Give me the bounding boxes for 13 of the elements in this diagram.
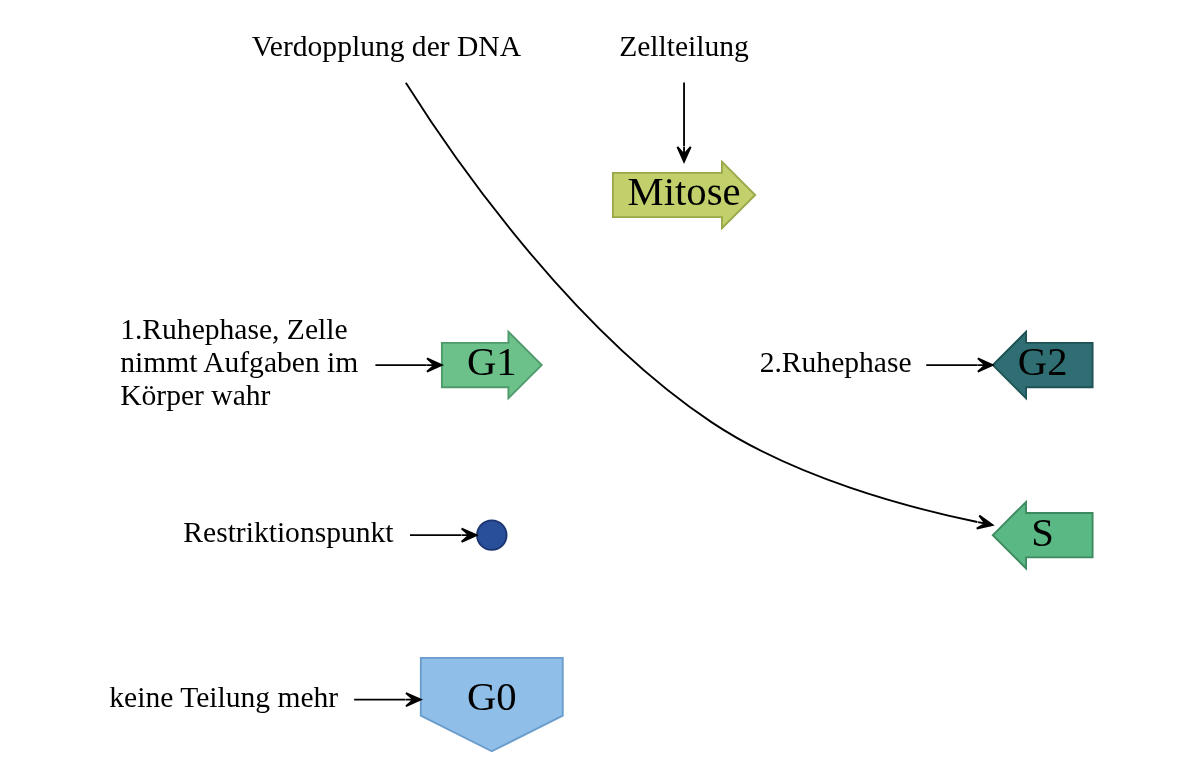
arrow [676,81,692,163]
arrow [404,81,994,530]
node-text: keine Teilung mehr [109,680,339,713]
node-text: 1.Ruhephase, Zelle nimmt Aufgaben im Körper wahr [120,312,359,412]
arrow [374,357,443,373]
node-text: Restriktionspunkt [183,516,394,549]
arrow [353,692,422,708]
arrow [925,357,994,373]
node-text: Zellteilung [619,29,749,62]
node-circle [476,519,508,551]
node-text: Verdopplung der DNA [251,29,522,62]
arrow [409,527,478,543]
node-text: 2.Ruhephase [759,346,912,379]
